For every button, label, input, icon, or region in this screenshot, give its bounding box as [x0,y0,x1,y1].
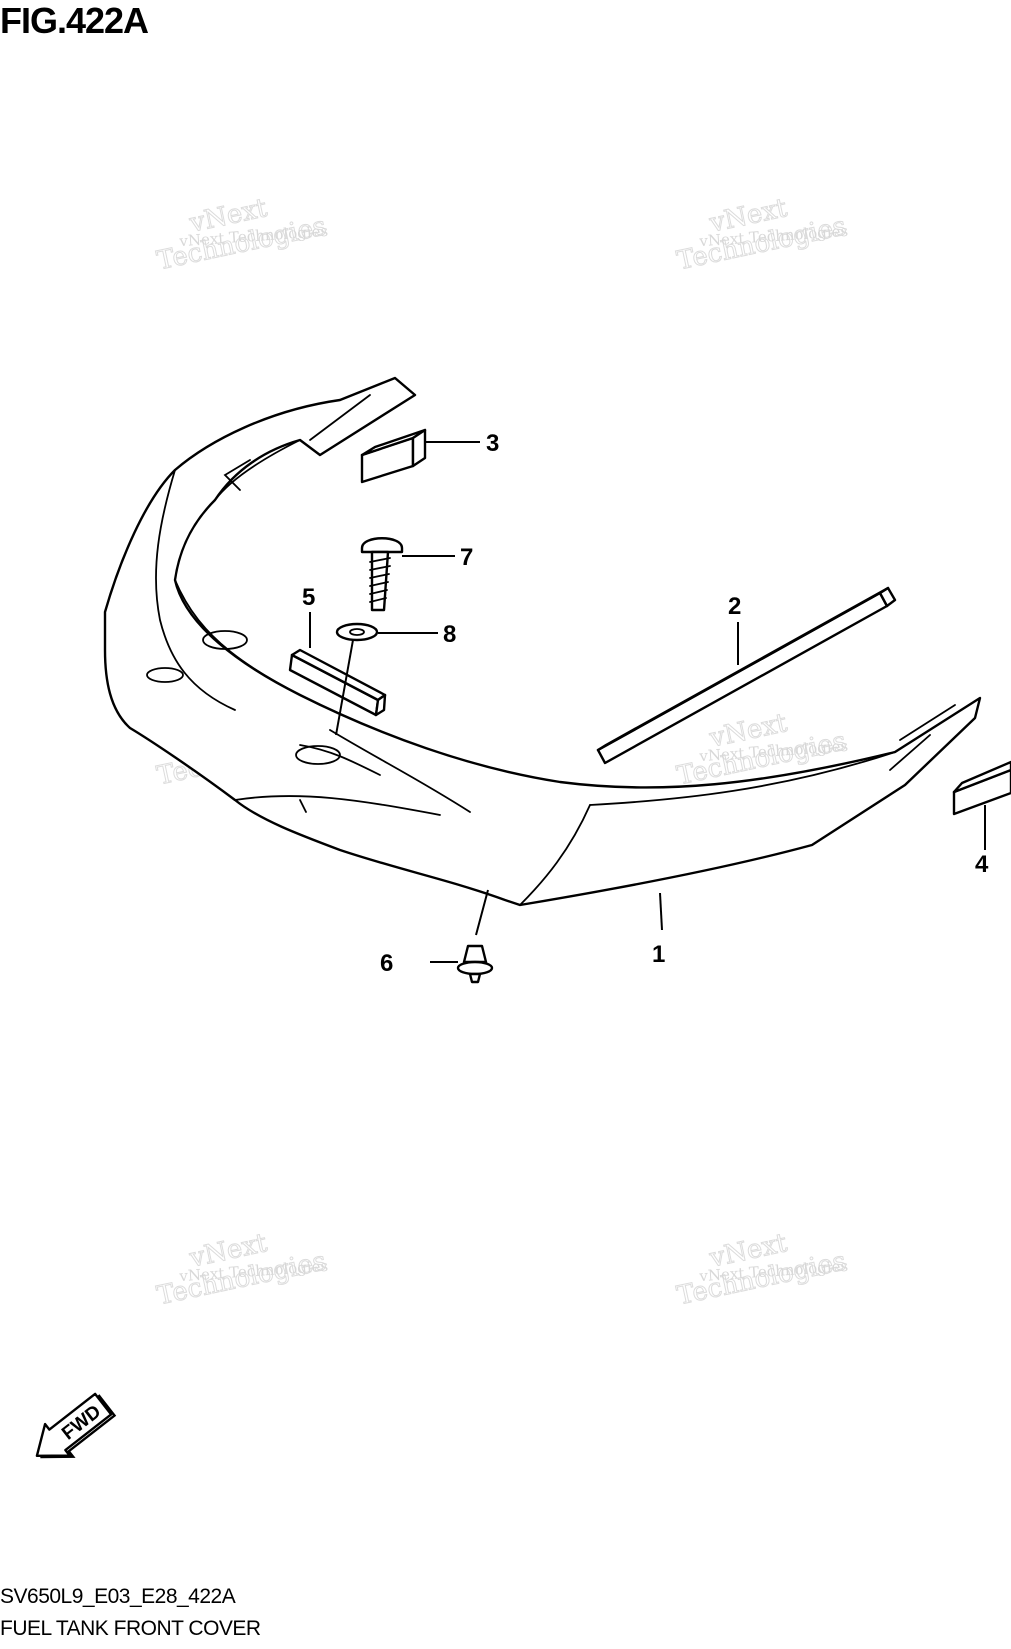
fwd-arrow-icon: FWD [35,1392,117,1459]
callout-6: 6 [380,950,393,977]
washer-part-8 [335,622,438,736]
callout-5: 5 [302,584,315,611]
callout-4: 4 [975,851,989,878]
callout-2: 2 [728,593,741,620]
callout-7: 7 [460,544,473,571]
callout-8: 8 [443,621,456,648]
figure-code: SV650L9_E03_E28_422A [0,1585,236,1608]
figure-caption: FUEL TANK FRONT COVER [0,1617,261,1640]
callout-1: 1 [652,941,665,968]
cushion-part-3 [360,428,480,484]
watermark-bottom-right: vNext Technologies vNext Technologies [674,1228,850,1312]
strip-part-5 [288,612,387,717]
figure-title: FIG.422A [0,0,149,41]
clip-part-6 [430,944,494,984]
watermark-bottom-left: vNext Technologies vNext Technologies [154,1228,330,1312]
cushion-part-4 [952,760,1011,850]
front-cover-part-1 [103,376,982,936]
callout-3: 3 [486,430,499,457]
screw-part-7 [360,537,455,612]
watermark-top-right: vNext Technologies vNext Technologies [674,193,850,277]
watermark-top-left: vNext Technologies vNext Technologies [154,193,330,277]
strip-part-2 [596,586,897,765]
